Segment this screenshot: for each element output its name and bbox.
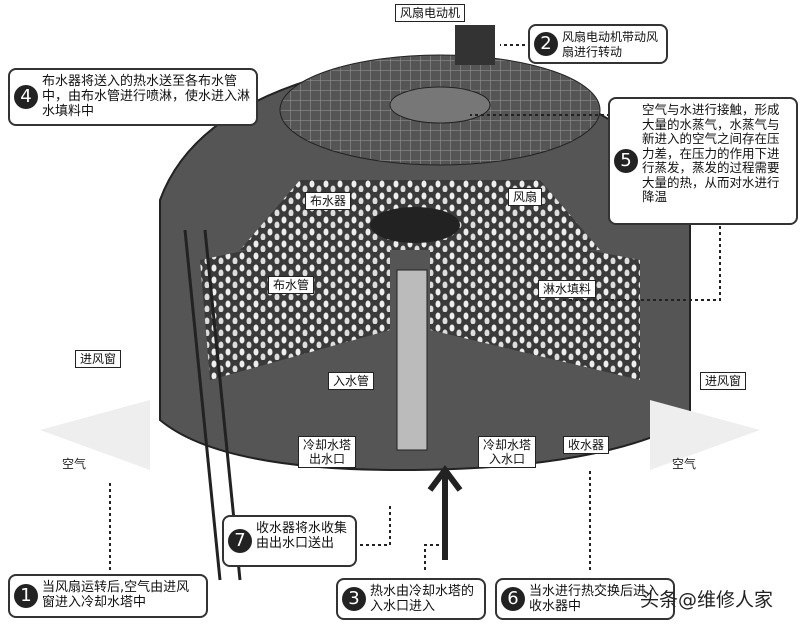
label-air-right: 空气 — [672, 457, 697, 471]
watermark: 头条@维修人家 — [640, 589, 774, 611]
inlet-pipe — [396, 269, 428, 451]
step-text: 风扇电动机带动风扇进行转动 — [562, 30, 659, 59]
label-air-inlet-left: 进风窗 — [75, 350, 122, 368]
step-number: 1 — [14, 584, 38, 608]
label-fill: 淋水填料 — [538, 280, 597, 298]
label-air-left: 空气 — [62, 457, 87, 471]
label-inlet-pipe: 入水管 — [328, 372, 375, 390]
step-2-box: 2 风扇电动机带动风扇进行转动 — [528, 24, 668, 64]
label-outlet: 冷却水塔 出水口 — [298, 436, 357, 468]
label-air-inlet-right: 进风窗 — [700, 372, 747, 390]
fill-right — [430, 220, 640, 380]
step-text: 收水器将水收集由出水口送出 — [256, 521, 348, 551]
step-5-box: 5 空气与水进行接触，形成大量的水蒸气，水蒸气与新进入的空气之间存在压力差，在压… — [608, 97, 798, 225]
step-4-box: 4 布水器将送入的热水送至各布水管中，由布水管进行喷淋，使水进入淋水填料中 — [8, 68, 258, 126]
label-fan-motor: 风扇电动机 — [395, 4, 466, 22]
step-number: 4 — [14, 85, 38, 109]
step-3-box: 3 热水由冷却水塔的入水口进入 — [336, 578, 486, 620]
label-distribution-pipe: 布水管 — [268, 276, 315, 294]
step-text: 空气与水进行接触，形成大量的水蒸气，水蒸气与新进入的空气之间存在压力差，在压力的… — [642, 102, 780, 204]
step-number: 5 — [614, 149, 638, 173]
fan-hub — [389, 86, 491, 124]
label-inlet: 冷却水塔 入水口 — [478, 436, 537, 468]
hot-water-arrow — [427, 465, 463, 560]
step-1-box: 1 当风扇运转后,空气由进风窗进入冷却水塔中 — [8, 574, 208, 618]
label-fan: 风扇 — [508, 188, 543, 206]
step-6-box: 6 当水进行热交换后进入收水器中 — [495, 578, 675, 620]
air-arrow-right — [650, 400, 760, 470]
step-number: 2 — [534, 32, 558, 56]
step-text: 当风扇运转后,空气由进风窗进入冷却水塔中 — [42, 580, 190, 610]
label-collector: 收水器 — [563, 436, 610, 454]
air-arrow-left — [40, 400, 150, 470]
step-number: 7 — [228, 529, 252, 553]
step-text: 热水由冷却水塔的入水口进入 — [370, 584, 475, 614]
step-7-box: 7 收水器将水收集由出水口送出 — [222, 515, 357, 567]
step-text: 当水进行热交换后进入收水器中 — [529, 584, 660, 614]
distributor — [370, 207, 460, 243]
step-number: 3 — [342, 587, 366, 611]
step-text: 布水器将送入的热水送至各布水管中，由布水管进行喷淋，使水进入淋水填料中 — [42, 74, 251, 119]
step-number: 6 — [501, 587, 525, 611]
fan-motor — [455, 25, 495, 65]
label-water-distributor: 布水器 — [305, 192, 352, 210]
fill-left — [200, 220, 390, 380]
